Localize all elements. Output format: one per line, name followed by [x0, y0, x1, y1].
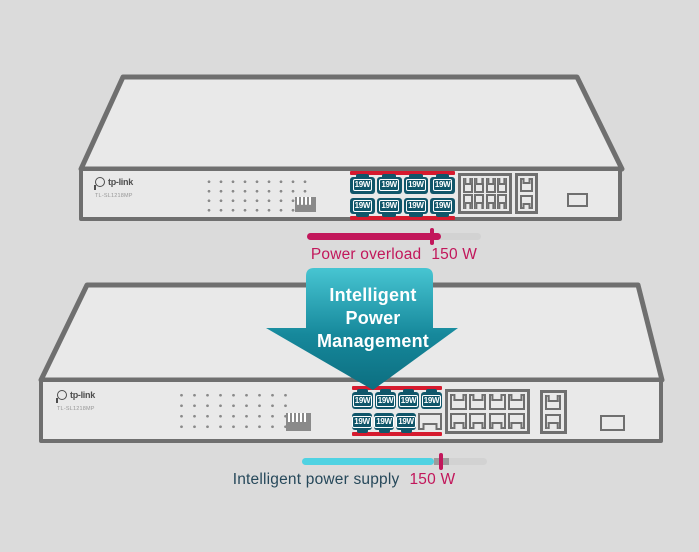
tp-link-logo-icon — [94, 177, 105, 190]
switch-managed-front-panel: tp-link TL-SL1218MP 19W 19W 19W 19W 19W … — [39, 378, 663, 443]
brand-label: tp-link — [70, 390, 95, 400]
rj45-port — [507, 413, 525, 429]
rj45-port — [545, 395, 561, 410]
rj45-port — [520, 178, 533, 192]
overload-value: 150 W — [431, 246, 478, 263]
rj45-port — [469, 394, 487, 410]
console-connector-icon — [295, 197, 316, 212]
rj45-port — [463, 194, 473, 209]
power-overload-caption: Power overload 150 W — [244, 246, 544, 264]
rj45-port — [485, 194, 496, 209]
vent-holes — [175, 390, 297, 432]
model-label: TL-SL1218MP — [57, 406, 95, 412]
poe-port: 19W — [396, 413, 416, 433]
poe-port: 19W — [376, 197, 402, 217]
model-label: TL-SL1218MP — [95, 193, 133, 199]
poe-port: 19W — [350, 197, 375, 217]
brand-block: tp-link TL-SL1218MP — [94, 177, 133, 199]
supply-value: 150 W — [409, 471, 456, 488]
arrow-line-2: Power — [345, 308, 401, 328]
power-limit-tick-icon — [439, 453, 443, 470]
brand-label: tp-link — [108, 177, 133, 187]
rj45-port — [488, 413, 506, 429]
poe-port: 19W — [376, 174, 402, 194]
intelligent-power-management-arrow-icon — [266, 268, 458, 390]
ethernet-port-group — [445, 389, 530, 434]
poe-port: 19W — [430, 197, 455, 217]
poe-port: 19W — [375, 389, 396, 409]
power-overload-bar — [307, 228, 481, 245]
rj45-port — [488, 394, 506, 410]
bar-fill — [307, 233, 441, 240]
tp-link-logo-icon — [56, 390, 67, 403]
power-limit-tick-icon — [430, 228, 434, 245]
poe-port: 19W — [352, 389, 373, 409]
switch-top-face — [78, 74, 625, 172]
rj45-port — [450, 394, 467, 410]
uplink-port-group — [515, 173, 538, 214]
brand-block: tp-link TL-SL1218MP — [56, 390, 95, 412]
poe-port-group: 19W 19W 19W 19W 19W 19W 19W 19W — [350, 171, 455, 220]
bar-fill — [302, 458, 434, 465]
rj45-port — [463, 178, 473, 193]
poe-highlight-bar-top — [352, 386, 442, 390]
arrow-caption: Intelligent Power Management — [282, 284, 464, 353]
rj45-port — [520, 195, 533, 209]
poe-port: 19W — [374, 413, 394, 433]
poe-port: 19W — [430, 174, 455, 194]
poe-port: 19W — [403, 174, 429, 194]
poe-port: 19W — [421, 389, 442, 409]
poe-port-group: 19W 19W 19W 19W 19W 19W 19W — [352, 386, 442, 436]
rj45-port — [507, 394, 525, 410]
intelligent-power-supply-bar — [302, 453, 487, 470]
poe-port: 19W — [350, 174, 375, 194]
poe-port: 19W — [398, 389, 419, 409]
poe-port: 19W — [403, 197, 429, 217]
overload-label: Power overload — [310, 246, 422, 263]
rj45-port — [496, 178, 507, 193]
rj45-port — [474, 178, 485, 193]
console-connector-icon — [286, 413, 311, 431]
sfp-slot — [600, 415, 625, 431]
switch-overload-front-panel: tp-link TL-SL1218MP 19W 19W 19W 19W 19W … — [79, 167, 622, 221]
uplink-port-group — [540, 390, 567, 434]
poe-highlight-bar-bottom — [350, 216, 455, 220]
supply-label: Intelligent power supply — [232, 471, 400, 488]
rj45-port — [545, 414, 561, 429]
ethernet-port-group — [458, 173, 512, 214]
rj45-port — [450, 413, 467, 429]
rj45-port — [485, 178, 496, 193]
arrow-line-3: Management — [316, 331, 430, 351]
poe-port: 19W — [352, 413, 372, 433]
rj45-port — [474, 194, 485, 209]
rj45-port — [496, 194, 507, 209]
power-supply-caption: Intelligent power supply 150 W — [194, 471, 494, 489]
arrow-line-1: Intelligent — [329, 285, 417, 305]
poe-highlight-bar-bottom — [352, 432, 442, 436]
powered-off-port — [418, 413, 442, 430]
poe-highlight-bar-top — [350, 171, 455, 175]
sfp-slot — [567, 193, 588, 207]
rj45-port — [469, 413, 487, 429]
